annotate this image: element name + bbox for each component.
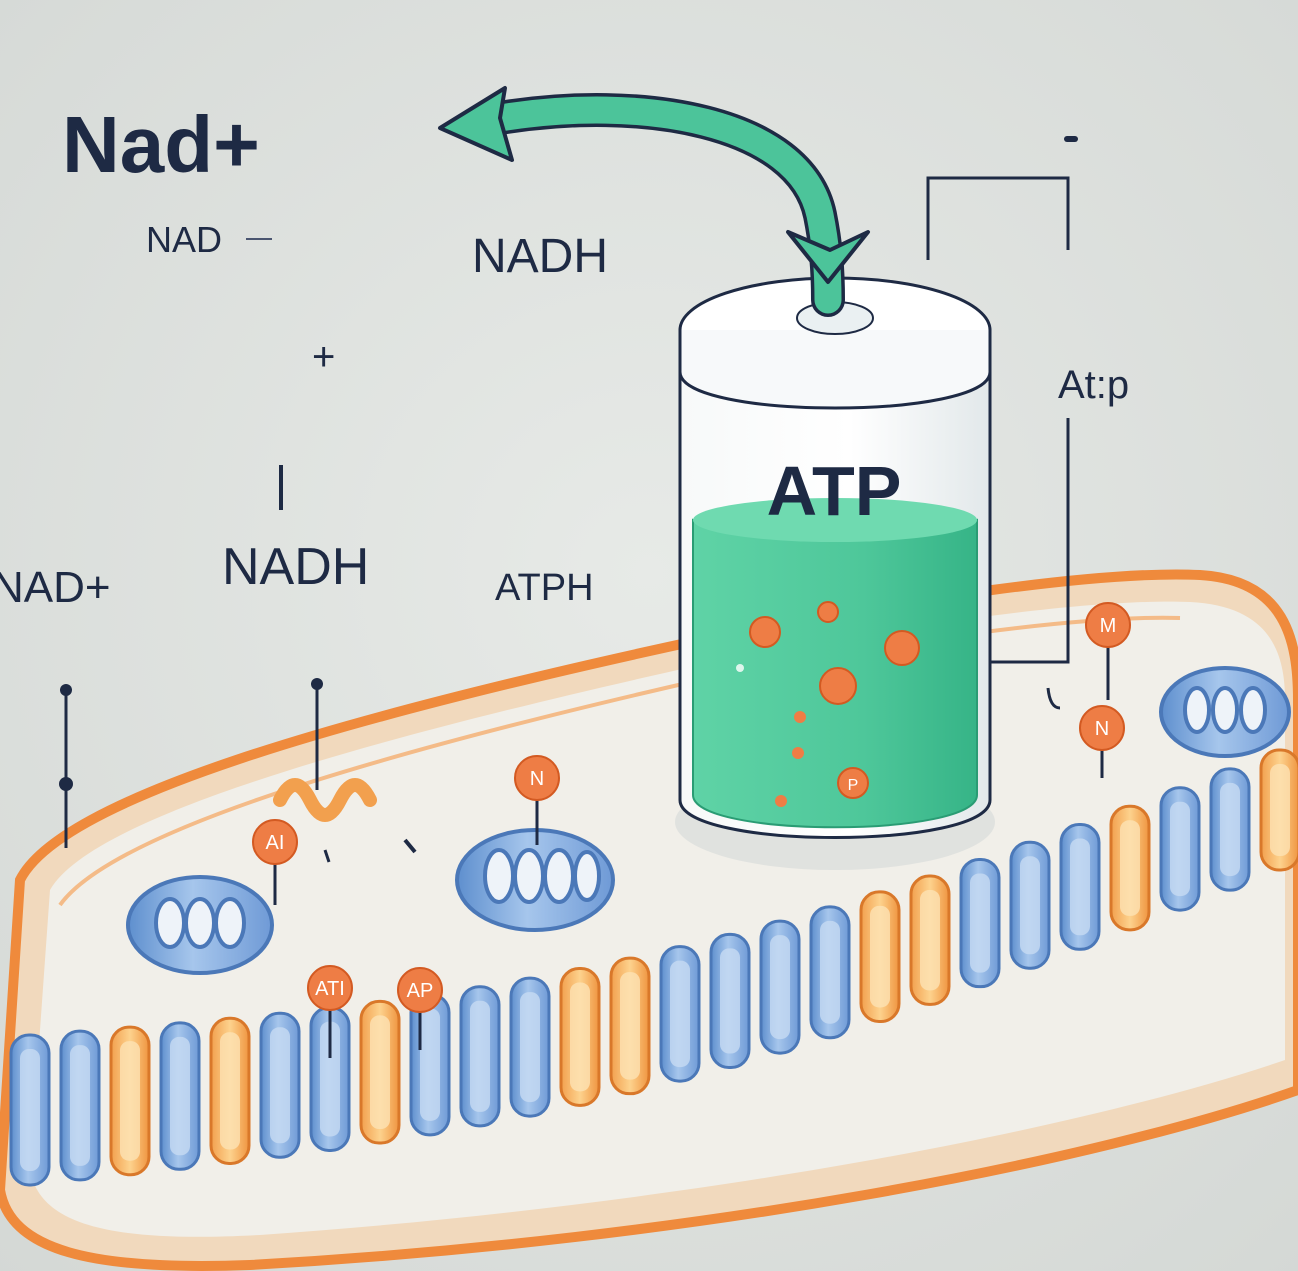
membrane-channel <box>273 778 377 822</box>
membrane-protein-icon <box>1059 823 1101 951</box>
membrane-protein-icon <box>759 919 801 1055</box>
membrane-protein-icon <box>1159 666 1291 758</box>
battery-cylinder-icon: P <box>675 276 995 870</box>
atp-molecule-labels: AI ATI AP M N N <box>266 615 1117 1002</box>
membrane-protein-icon <box>409 992 451 1137</box>
membrane-protein-icon <box>459 985 501 1128</box>
molecule-label: AP <box>407 980 434 1002</box>
molecule-label: M <box>1100 615 1117 637</box>
label-nadh-top: NADH <box>472 230 608 283</box>
label-nad-plus-left: NAD+ <box>0 563 111 612</box>
label-atph: ATPH <box>495 567 594 609</box>
membrane-channel <box>559 967 601 1107</box>
title-nad-plus: Nad+ <box>62 100 260 189</box>
membrane-protein-icon <box>1209 767 1251 892</box>
molecule-label: AI <box>266 832 285 854</box>
membrane-protein-icon <box>259 1011 301 1159</box>
membrane-channel <box>209 1016 251 1166</box>
marker-lines <box>59 465 417 863</box>
membrane-protein-icon <box>59 1029 101 1182</box>
membrane-channel <box>1259 748 1298 872</box>
label-nadh-mid: NADH <box>222 538 369 596</box>
inner-membrane-edge <box>58 615 1181 907</box>
label-plus: + <box>312 335 335 379</box>
label-nad: NAD <box>146 219 222 260</box>
molecule-label: N <box>530 768 544 790</box>
membrane-protein-icon <box>9 1033 51 1187</box>
membrane-channel <box>359 999 401 1145</box>
membrane-protein-icon <box>809 905 851 1040</box>
membrane-channel <box>609 956 651 1096</box>
membrane-channel <box>859 890 901 1023</box>
membrane-protein-icon <box>659 945 701 1083</box>
membrane-protein-row <box>9 748 1298 1187</box>
membrane-protein-icon <box>1009 840 1051 970</box>
membrane-protein-icon <box>1159 786 1201 912</box>
bracket-line <box>926 136 1078 710</box>
molecule-label: P <box>848 777 859 794</box>
membrane-channel <box>1109 804 1151 932</box>
membrane-channel <box>109 1025 151 1177</box>
membrane-protein-icon <box>959 857 1001 989</box>
molecule-label: N <box>1095 718 1109 740</box>
atp-molecule-icon <box>252 602 1131 1013</box>
membrane-protein-icon <box>455 828 615 932</box>
molecule-label: ATI <box>315 978 345 1000</box>
curved-arrow-icon <box>438 86 870 317</box>
membrane-protein-icon <box>159 1021 201 1171</box>
membrane-channel <box>909 874 951 1006</box>
membrane-protein-icon <box>709 932 751 1070</box>
battery-label-atp: ATP <box>767 452 902 530</box>
membrane-protein-icon <box>509 976 551 1118</box>
label-atip: At:p <box>1058 363 1129 407</box>
membrane-protein-icon <box>126 875 274 975</box>
